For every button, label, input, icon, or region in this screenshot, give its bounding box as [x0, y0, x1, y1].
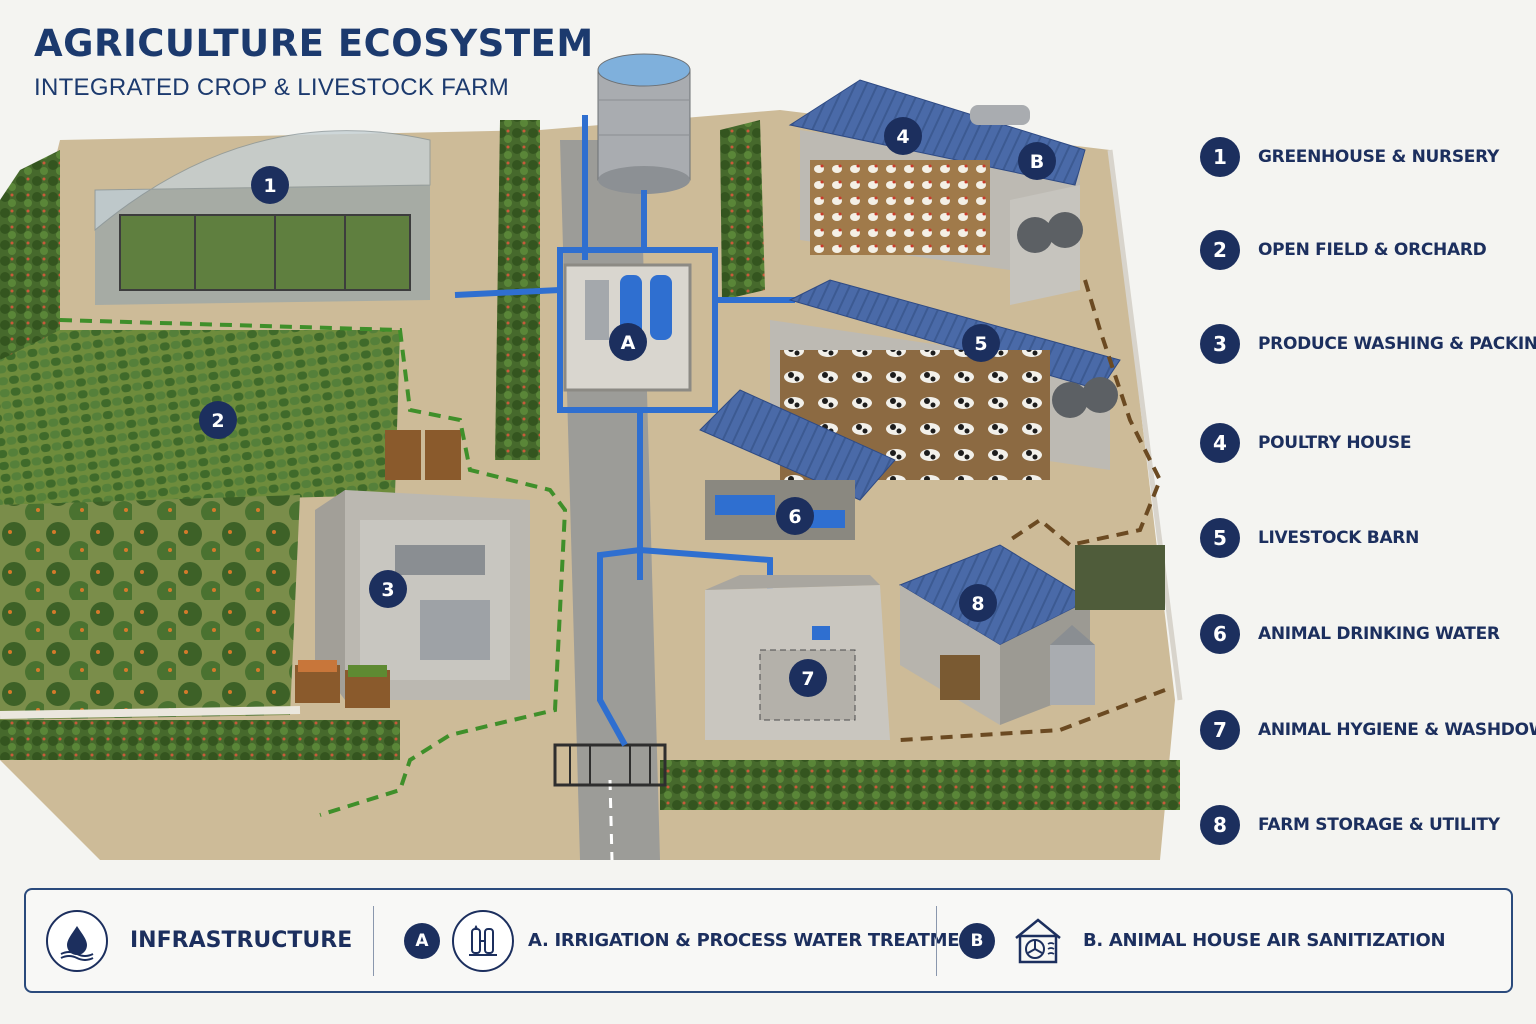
- legend-badge: 8: [1200, 805, 1240, 845]
- legend-label: FARM STORAGE & UTILITY: [1258, 815, 1500, 835]
- legend-label: POULTRY HOUSE: [1258, 433, 1412, 453]
- south-hedge-left: [0, 720, 400, 760]
- legend-badge: 2: [1200, 230, 1240, 270]
- map-badge-7[interactable]: 7: [789, 659, 827, 697]
- svg-text:A: A: [621, 332, 636, 354]
- legend-label: GREENHOUSE & NURSERY: [1258, 147, 1499, 167]
- svg-text:7: 7: [801, 668, 814, 690]
- infrastructure-title: INFRASTRUCTURE: [130, 928, 353, 953]
- produce-washing-building: [315, 490, 530, 700]
- legend-label: OPEN FIELD & ORCHARD: [1258, 240, 1487, 260]
- farm-gate: [553, 743, 667, 787]
- legend-item-hygiene[interactable]: 7 ANIMAL HYGIENE & WASHDOWN: [1200, 708, 1536, 752]
- water-pipes: [454, 115, 795, 747]
- legend-item-storage[interactable]: 8 FARM STORAGE & UTILITY: [1200, 803, 1500, 847]
- map-badge-8[interactable]: 8: [959, 584, 997, 622]
- legend-label: ANIMAL HYGIENE & WASHDOWN: [1258, 720, 1536, 740]
- legend-label: LIVESTOCK BARN: [1258, 528, 1420, 548]
- svg-text:5: 5: [974, 333, 987, 355]
- svg-text:1: 1: [263, 175, 276, 197]
- legend-item-drinking-water[interactable]: 6 ANIMAL DRINKING WATER: [1200, 612, 1500, 656]
- south-hedge-right: [660, 760, 1180, 810]
- legend-badge: 6: [1200, 614, 1240, 654]
- infra-badge-b: B: [959, 922, 995, 959]
- air-sanitization-icon: [1007, 910, 1069, 972]
- legend-badge: 3: [1200, 324, 1240, 364]
- water-drop-icon: [46, 909, 108, 972]
- map-badge-2[interactable]: 2: [199, 401, 237, 439]
- page-title: AGRICULTURE ECOSYSTEM: [34, 22, 594, 65]
- compost-bin: [1075, 545, 1165, 610]
- legend-item-poultry[interactable]: 4 POULTRY HOUSE: [1200, 421, 1411, 465]
- svg-text:4: 4: [896, 126, 909, 148]
- infrastructure-heading: INFRASTRUCTURE: [46, 890, 352, 991]
- livestock-route-path: [1008, 279, 1163, 548]
- map-badge-4[interactable]: 4: [884, 117, 922, 155]
- legend-label: ANIMAL DRINKING WATER: [1258, 624, 1500, 644]
- map-badge-a[interactable]: A: [609, 323, 647, 361]
- farm-map: 1 2 3 4 5 6 7 8 A B: [0, 53, 1183, 861]
- infrastructure-label-a: A. IRRIGATION & PROCESS WATER TREATMENT: [528, 930, 986, 951]
- storage-building: [898, 544, 1095, 725]
- legend-item-livestock[interactable]: 5 LIVESTOCK BARN: [1200, 516, 1419, 560]
- svg-text:B: B: [1030, 151, 1044, 173]
- infra-badge-a: A: [404, 922, 440, 959]
- svg-text:2: 2: [211, 410, 224, 432]
- infrastructure-item-a[interactable]: A A. IRRIGATION & PROCESS WATER TREATMEN…: [404, 890, 986, 991]
- legend-badge: 5: [1200, 518, 1240, 558]
- infrastructure-panel: INFRASTRUCTURE A A. IRRIGATION & PROCESS…: [24, 888, 1513, 993]
- poultry-house: [788, 79, 1086, 305]
- east-hedge: [720, 120, 765, 300]
- produce-crates: [295, 430, 461, 708]
- orchard-trees: [0, 495, 300, 720]
- water-tower: [597, 53, 691, 194]
- legend-item-open-field[interactable]: 2 OPEN FIELD & ORCHARD: [1200, 228, 1487, 272]
- svg-text:6: 6: [788, 506, 801, 528]
- map-badge-5[interactable]: 5: [962, 324, 1000, 362]
- legend-badge: 7: [1200, 710, 1240, 750]
- map-badge-3[interactable]: 3: [369, 570, 407, 608]
- legend-label: PRODUCE WASHING & PACKING: [1258, 334, 1536, 354]
- legend-item-produce-washing[interactable]: 3 PRODUCE WASHING & PACKING: [1200, 322, 1536, 366]
- map-badge-1[interactable]: 1: [251, 166, 289, 204]
- farm-illustration: 1 2 3 4 5 6 7 8 A B: [0, 53, 1183, 861]
- west-hedge: [0, 150, 60, 360]
- page-subtitle: INTEGRATED CROP & LIVESTOCK FARM: [34, 74, 510, 101]
- map-badge-b[interactable]: B: [1018, 142, 1056, 180]
- produce-route-path: [59, 318, 568, 817]
- svg-text:8: 8: [971, 593, 984, 615]
- washdown-area: [705, 575, 890, 740]
- infrastructure-label-b: B. ANIMAL HOUSE AIR SANITIZATION: [1083, 930, 1446, 951]
- infrastructure-item-b[interactable]: B B. ANIMAL HOUSE AIR SANITIZATION: [959, 890, 1446, 991]
- water-treatment-icon: [452, 909, 514, 972]
- legend-item-greenhouse[interactable]: 1 GREENHOUSE & NURSERY: [1200, 135, 1499, 179]
- legend-badge: 4: [1200, 423, 1240, 463]
- svg-text:3: 3: [381, 579, 394, 601]
- map-badge-6[interactable]: 6: [776, 497, 814, 535]
- legend-badge: 1: [1200, 137, 1240, 177]
